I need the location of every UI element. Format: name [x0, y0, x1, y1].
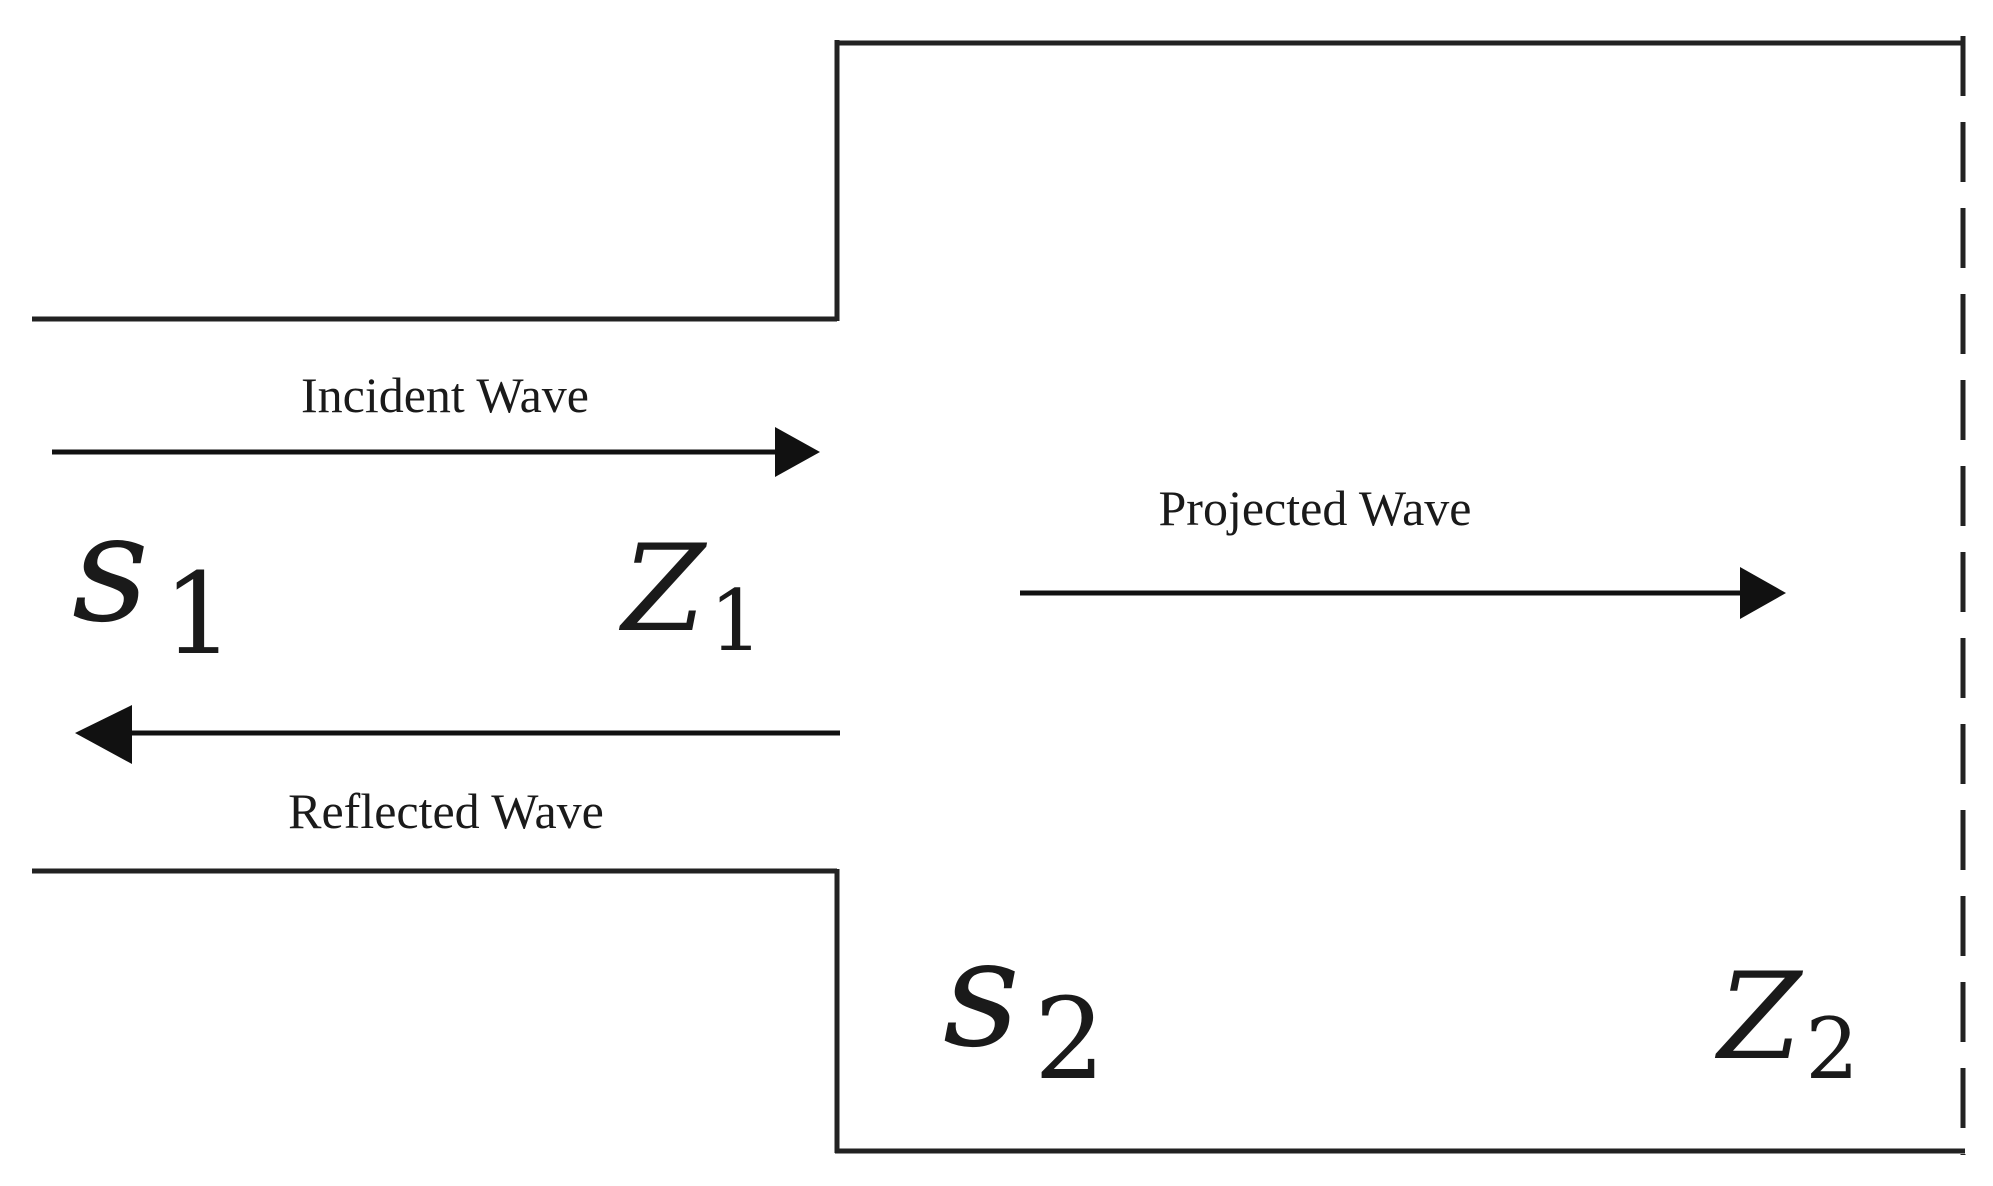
reflected-wave-label: Reflected Wave [288, 783, 604, 839]
symbol-z1: Z1 [618, 520, 763, 670]
projected-wave-arrow [1020, 567, 1786, 619]
symbol-z2: Z2 [1714, 948, 1859, 1098]
projected-wave-label: Projected Wave [1159, 480, 1472, 536]
reflected-wave-arrow [75, 705, 840, 764]
incident-wave-arrow [52, 427, 820, 477]
incident-wave-label: Incident Wave [301, 367, 589, 423]
